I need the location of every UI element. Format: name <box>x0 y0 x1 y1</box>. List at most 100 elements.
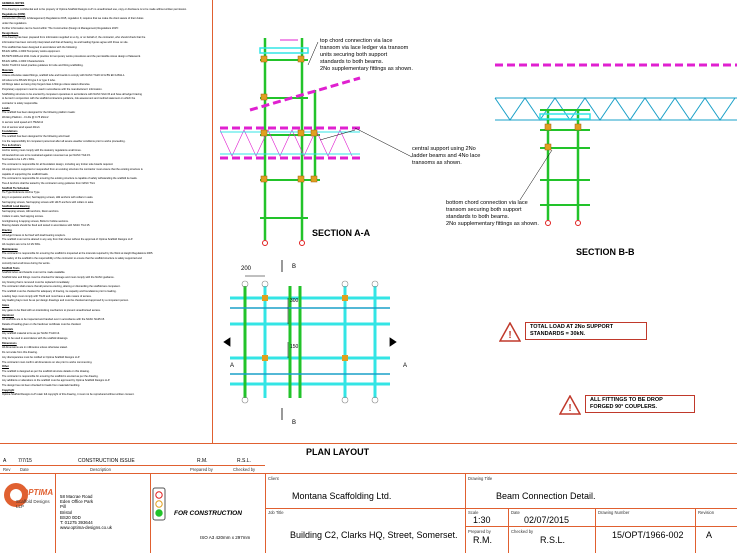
general-notes: GENERAL NOTES This drawing is confidenti… <box>0 0 212 440</box>
general-note-line: Scaffolding structure to be erected by c… <box>2 92 142 96</box>
notes-divider <box>212 0 213 443</box>
ledgers <box>260 59 320 219</box>
central-support-line-3: transoms as shown. <box>412 160 462 166</box>
general-note-line: Materials <box>2 69 14 73</box>
top-chord-line-1: top chord connection via lace <box>320 38 393 44</box>
titleblock-vdivider-5 <box>695 508 696 553</box>
general-note-line: capable of supporting the scaffold loads… <box>2 172 49 176</box>
general-note-line: The scaffold must not be altered in any … <box>2 238 133 242</box>
traffic-light-icon <box>152 487 166 521</box>
leader-b <box>519 149 553 201</box>
bottom-chord-line-2: transom securing both support <box>446 207 522 213</box>
drawing-title-value: Beam Connection Detail. <box>496 491 596 501</box>
general-note-line: Maintenance <box>2 247 18 251</box>
general-note-line: Copyright <box>2 388 15 392</box>
general-note-line: BS EN 12811-1 2003 Temporary works equip… <box>2 50 61 54</box>
date-label: Date <box>511 510 520 515</box>
plan-layout-drawing <box>223 260 397 420</box>
lattice-beam-chords <box>220 131 360 155</box>
revision-label: Revision <box>698 510 715 515</box>
paper-size: ISO A3 420mm x 297mm <box>200 535 251 540</box>
general-note-line: Details of loading given on the handover… <box>2 322 82 326</box>
prepared-col-header: Prepared by <box>190 467 213 472</box>
plan-transoms-v <box>263 286 377 398</box>
plan-ledgers <box>230 307 390 375</box>
leader-lines <box>307 41 356 141</box>
address-divider <box>55 473 56 553</box>
titleblock-vdivider-3 <box>508 508 509 553</box>
section-b-drawing <box>494 63 737 226</box>
address-line-4: Bristol <box>60 509 73 515</box>
load-warning-line-1: TOTAL LOAD AT 2No SUPPORT <box>530 324 614 330</box>
general-note-line: BS 5975:2008+A1:2011 Code of practice fo… <box>2 55 141 58</box>
general-notes-title: GENERAL NOTES <box>2 2 25 5</box>
general-note-line: In service wind speed at 0.75kN/m2 <box>2 120 44 124</box>
general-note-line: Test loads to be 1.25 x SWL. <box>2 158 36 162</box>
titleblock-row-border-1 <box>0 473 737 474</box>
section-markers <box>223 260 397 420</box>
general-note-line: Foundations <box>2 130 18 134</box>
general-note-line: Eng in expansion anchor, Sed tapping scr… <box>2 196 94 199</box>
general-note-line: Dimensions <box>2 341 17 345</box>
drawing-number-value: 15/OPT/1966-002 <box>612 530 684 540</box>
scale-value: 1:30 <box>473 515 491 525</box>
general-note-line: This drawing has been prepared from info… <box>2 36 146 40</box>
plan-end-circles <box>241 280 379 404</box>
central-support-line-1: central support using 2No <box>412 146 476 152</box>
general-note-line: Any gates to be fitted with an interlock… <box>2 308 101 312</box>
general-note-line: Bracing details should be fixed and test… <box>2 224 91 228</box>
section-mark-a-left: A <box>230 363 235 369</box>
general-note-line: Scaffold tubes and boards must not be ma… <box>2 271 66 275</box>
section-mark-b-top: B <box>292 264 297 270</box>
bottom-chord-line-1: bottom chord connection via lace <box>446 200 528 206</box>
general-note-line: correctly tied at all times during the w… <box>2 261 51 265</box>
rev-prepared-value: R.M. <box>197 458 208 464</box>
general-note-line: Design Basis <box>2 31 19 35</box>
general-note-line: The contractor is responsible for ensuri… <box>2 374 99 378</box>
general-note-line: The scaffold is designed as per the scaf… <box>2 369 90 373</box>
titleblock-vdivider-1 <box>265 473 266 553</box>
central-support-line-2: ladder beams and 4No lace <box>412 153 481 159</box>
prepared-value: R.M. <box>473 535 492 545</box>
general-note-line: All fittings taken as being drop forged … <box>2 83 91 87</box>
general-note-line: Optima Scaffold Designs LLP retain full … <box>2 393 135 397</box>
general-note-line: Scaffold Tie Schedule <box>2 186 29 190</box>
titleblock-top-border <box>0 443 737 444</box>
general-note-line: information has been correctly interpret… <box>2 40 129 44</box>
general-note-line: Unless otherwise stated fittings, scaffo… <box>2 73 126 77</box>
client-value: Montana Scaffolding Ltd. <box>292 491 392 501</box>
general-note-line: contractor is solely responsible. <box>2 102 39 105</box>
drawing-number-label: Drawing Number <box>598 510 630 515</box>
general-note-line: The design has not been checked for load… <box>2 384 81 387</box>
central-support-note: central support using 2No ladder beams a… <box>412 146 480 167</box>
general-note-line: The safety of the scaffold is the respon… <box>2 257 142 261</box>
client-label: Client <box>268 476 279 481</box>
load-warning-box: TOTAL LOAD AT 2No SUPPORT STANDARDS = 30… <box>525 322 647 340</box>
general-note-line: All tubes to be BS EN 39 type 4 or type … <box>2 78 56 82</box>
drawing-title-label: Drawing Title <box>468 476 493 481</box>
general-note-line: All ledger braces to be fixed with load … <box>2 233 66 237</box>
status-label: FOR CONSTRUCTION <box>174 510 242 517</box>
optima-logo-icon <box>4 483 28 507</box>
general-note-line: All equipment is supported or suspended … <box>2 167 143 171</box>
checked-value: R.S.L. <box>540 535 566 545</box>
scale-label: Scale <box>468 510 479 515</box>
general-note-line: Out of service wind speed 40m/s <box>2 125 40 129</box>
plan-dimension-lines <box>245 275 289 358</box>
general-note-line: Gates <box>2 304 10 308</box>
job-title-value: Building C2, Clarks HQ, Street, Somerset… <box>290 530 458 540</box>
svg-text:!: ! <box>508 330 511 341</box>
rev-date-value: 7/7/15 <box>18 458 32 464</box>
general-note-line: Loading bays must comply with TG20 and m… <box>2 294 92 298</box>
fittings-warning-line-2: FORGED 90° COUPLERS. <box>590 404 657 410</box>
fittings-warning-box: ALL FITTINGS TO BE DROP FORGED 90° COUPL… <box>585 395 695 413</box>
support-standards <box>263 38 317 240</box>
checked-col-header: Checked by <box>233 467 256 472</box>
general-note-line: Only to be used in accordance with the s… <box>2 337 69 340</box>
base-plates-b <box>545 220 581 226</box>
description-col-header: Description <box>90 467 111 472</box>
plan-transoms-h <box>230 296 390 386</box>
general-note-line: The contractor shall ensure that all per… <box>2 285 121 289</box>
load-warning-line-2: STANDARDS = 30kN. <box>530 331 586 337</box>
general-note-line: Any loading bays must be as per design d… <box>2 299 129 303</box>
